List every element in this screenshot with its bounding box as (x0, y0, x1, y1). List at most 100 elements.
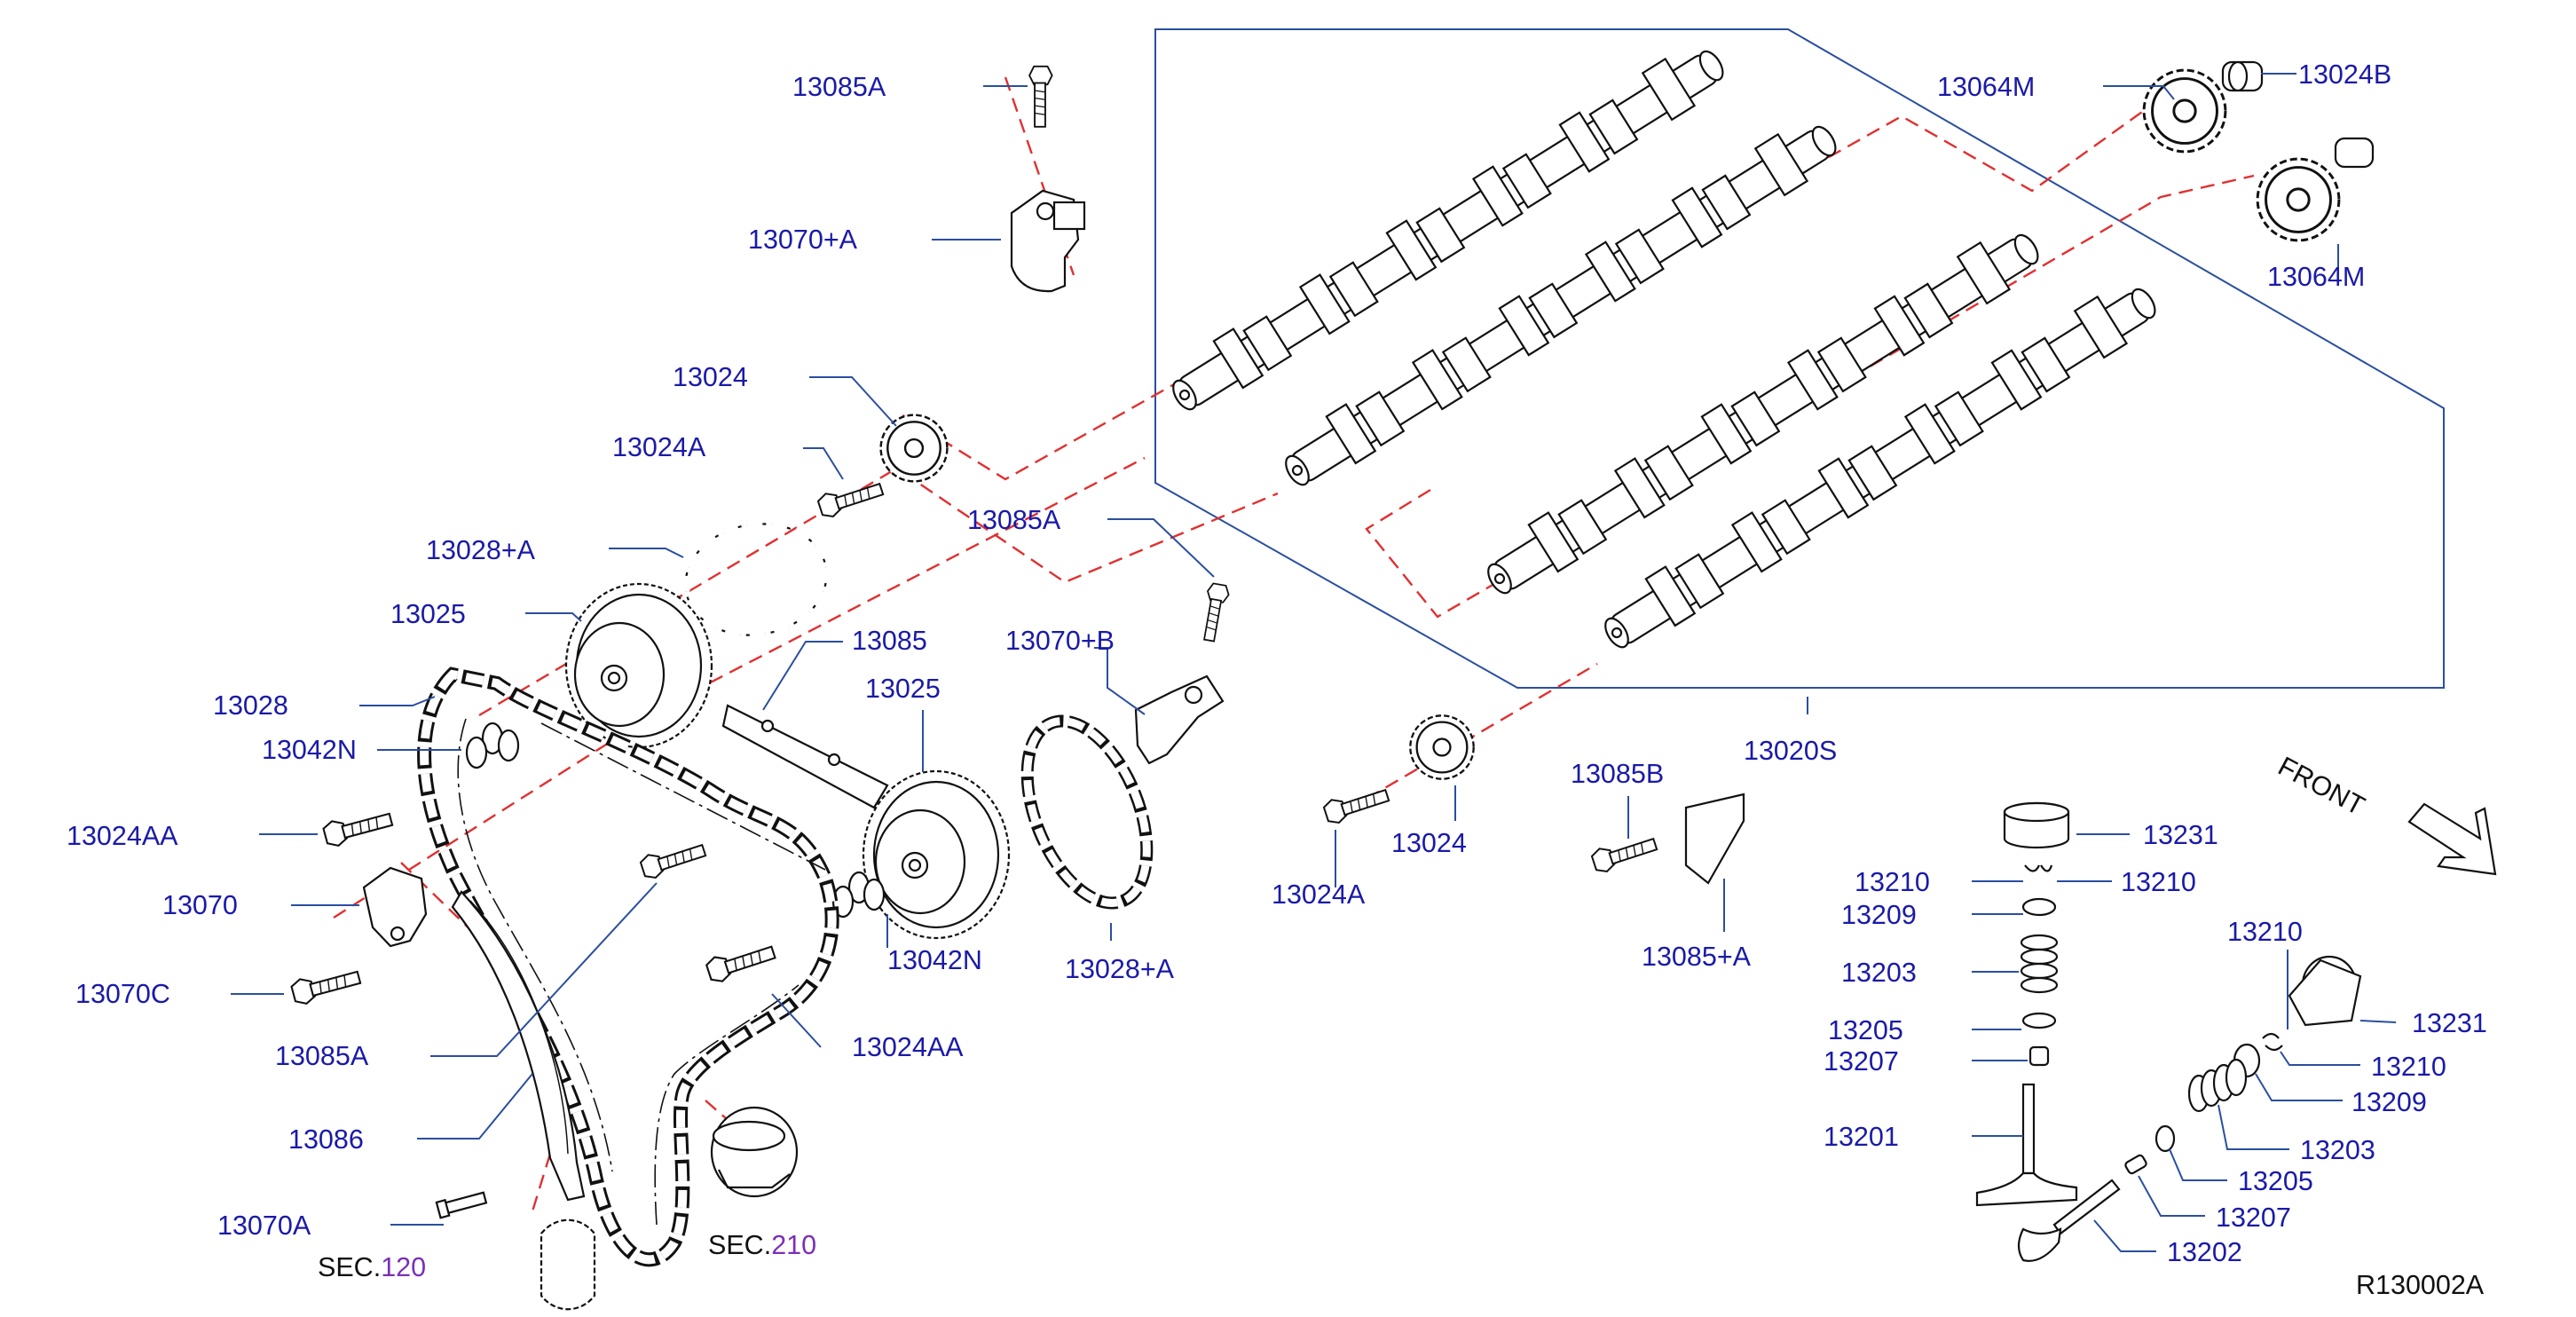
section-210-number[interactable]: 210 (771, 1230, 816, 1260)
leader-lines (231, 73, 2397, 1252)
label-13024a-left[interactable]: 13024A (612, 432, 706, 462)
seat-13205-a (2021, 1012, 2057, 1029)
sprocket-13024-mid (1409, 714, 1475, 780)
front-label: FRONT (2273, 751, 2370, 821)
washers-13042n-mid (831, 871, 886, 919)
label-13028[interactable]: 13028 (213, 690, 288, 721)
valve-13202 (2017, 1179, 2121, 1262)
label-13210-d[interactable]: 13210 (2371, 1052, 2446, 1082)
chain-guide-13085 (721, 704, 889, 809)
label-13085b[interactable]: 13085B (1571, 759, 1664, 789)
section-120-number[interactable]: 120 (381, 1252, 426, 1282)
section-210-prefix: SEC. (708, 1230, 771, 1260)
bolt-13085b (1589, 831, 1660, 876)
label-13024a-mid[interactable]: 13024A (1272, 879, 1366, 910)
label-13085a-top[interactable]: 13085A (792, 72, 886, 102)
spring-13203-b (2187, 1058, 2248, 1113)
sprocket-13064m-right (2256, 157, 2341, 242)
svg-text:SEC.120: SEC.120 (318, 1252, 426, 1282)
bolt-13024aa-left (321, 805, 395, 849)
crank-sprocket-sec120 (540, 1218, 596, 1311)
tensioner-13070pa (1010, 189, 1086, 293)
sprocket-13025-left (564, 582, 713, 749)
svg-text:SEC.210: SEC.210 (708, 1230, 816, 1260)
label-13085[interactable]: 13085 (852, 626, 927, 656)
label-13070pa[interactable]: 13070+A (748, 225, 858, 255)
label-13203-a[interactable]: 13203 (1841, 958, 1917, 988)
seal-13207-a (2029, 1045, 2050, 1067)
label-13210-c[interactable]: 13210 (2227, 917, 2303, 947)
keepers-13210-a (2024, 864, 2053, 872)
label-13042n-mid[interactable]: 13042N (887, 945, 982, 975)
label-13231-b[interactable]: 13231 (2412, 1008, 2487, 1038)
sprocket-13024-top (879, 414, 949, 483)
tensioner-13070pb (1134, 674, 1225, 765)
seal-13207-b (2124, 1154, 2147, 1175)
label-13025-mid[interactable]: 13025 (865, 674, 941, 704)
label-13086[interactable]: 13086 (288, 1124, 364, 1155)
valve-train-a (1975, 801, 2078, 1207)
label-13209-b[interactable]: 13209 (2351, 1087, 2427, 1117)
lifter-13231-a (2003, 801, 2070, 849)
washers-13042n-left (465, 722, 520, 769)
bolt-13085a-low (638, 837, 709, 882)
label-13201[interactable]: 13201 (1824, 1122, 1899, 1152)
label-13231-a[interactable]: 13231 (2143, 820, 2218, 850)
plug-13024b-2 (2334, 137, 2375, 169)
plug-13024b (2221, 60, 2264, 92)
label-13025-left[interactable]: 13025 (390, 599, 466, 629)
label-13085a-low[interactable]: 13085A (275, 1041, 369, 1071)
label-13028pa-mid[interactable]: 13028+A (1065, 954, 1175, 984)
label-13205-a[interactable]: 13205 (1828, 1015, 1903, 1045)
label-13064m-top[interactable]: 13064M (1937, 72, 2035, 102)
label-13024-top[interactable]: 13024 (673, 362, 748, 392)
label-13070[interactable]: 13070 (162, 890, 238, 920)
part-labels: 13085A 13070+A 13064M 13024B 13064M 1302… (67, 59, 2487, 1267)
valve-13201 (1975, 1083, 2078, 1207)
sprocket-13025-mid (862, 769, 1011, 940)
label-13020s[interactable]: 13020S (1744, 736, 1837, 766)
label-13028pa-top[interactable]: 13028+A (426, 535, 536, 565)
slack-guide-13086 (451, 890, 586, 1202)
section-ref-120[interactable]: SEC.120 (318, 1252, 426, 1282)
label-13070c[interactable]: 13070C (75, 979, 170, 1009)
bracket-13085pa (1684, 793, 1745, 885)
label-13085pa[interactable]: 13085+A (1642, 942, 1752, 972)
label-13024aa-left[interactable]: 13024AA (67, 821, 178, 851)
label-13210-b[interactable]: 13210 (2121, 867, 2196, 897)
drawing-code: R130002A (2356, 1270, 2485, 1300)
section-ref-210[interactable]: SEC.210 (708, 1230, 816, 1260)
bolt-13085a-mid (1198, 581, 1232, 643)
section-120-prefix: SEC. (318, 1252, 381, 1282)
label-13210-a[interactable]: 13210 (1855, 867, 1930, 897)
bolt-13024a-mid (1321, 782, 1392, 827)
label-13207-a[interactable]: 13207 (1824, 1046, 1899, 1076)
label-13042n-left[interactable]: 13042N (262, 735, 357, 765)
bolt-13085a-top (1028, 65, 1053, 128)
camshaft-group-outline (1154, 28, 2445, 689)
label-13202[interactable]: 13202 (2167, 1237, 2242, 1267)
label-13209-a[interactable]: 13209 (1841, 900, 1917, 930)
label-13024-mid[interactable]: 13024 (1391, 828, 1467, 858)
label-13205-b[interactable]: 13205 (2238, 1166, 2313, 1196)
bolt-13070a (435, 1191, 488, 1219)
secondary-chain-top (681, 519, 831, 640)
label-13070pb[interactable]: 13070+B (1005, 626, 1115, 656)
label-13085a-mid[interactable]: 13085A (967, 505, 1061, 535)
secondary-chain-mid (1020, 714, 1154, 910)
front-arrow-icon (2407, 802, 2497, 876)
label-13024b[interactable]: 13024B (2298, 59, 2391, 90)
bolt-13024a-left (815, 476, 886, 521)
spring-13203-a (2020, 934, 2059, 994)
keepers-13210-b (2262, 1032, 2283, 1052)
label-13070a[interactable]: 13070A (217, 1211, 311, 1241)
label-13207-b[interactable]: 13207 (2216, 1203, 2291, 1233)
retainer-13209-a (2021, 897, 2057, 917)
label-13203-b[interactable]: 13203 (2300, 1135, 2375, 1165)
label-13024aa-mid[interactable]: 13024AA (852, 1032, 964, 1062)
tensioner-13070 (362, 866, 428, 948)
lifter-13231-b (2288, 955, 2362, 1027)
label-13064m-right[interactable]: 13064M (2267, 262, 2365, 292)
bolt-13024aa-mid (704, 938, 778, 986)
